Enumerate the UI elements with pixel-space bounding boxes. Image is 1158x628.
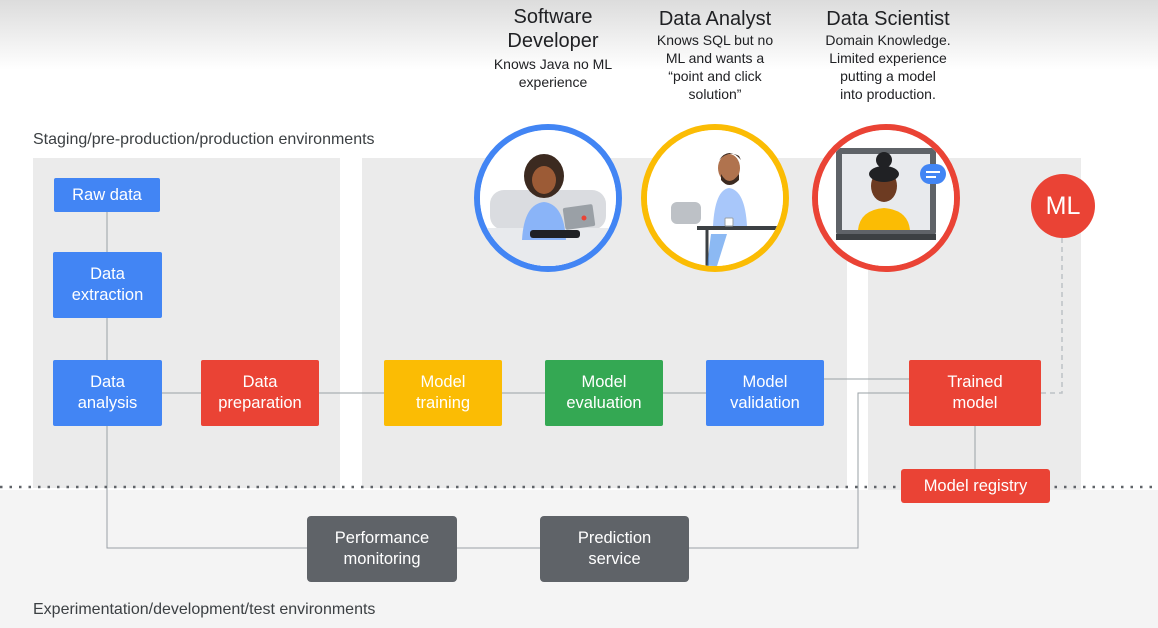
- persona-title-scientist: Data Scientist: [826, 8, 950, 30]
- trained-model-box: Trained model: [909, 360, 1041, 426]
- bottom-environment-label: Experimentation/development/test environ…: [33, 601, 376, 618]
- data-extraction-box: Data extraction: [53, 252, 162, 318]
- persona-title-analyst: Data Analyst: [658, 8, 772, 30]
- model-registry-box: Model registry: [901, 469, 1050, 503]
- persona-desc-analyst: Knows SQL but no ML and wants a “point a…: [656, 32, 774, 102]
- prediction-service-box: Prediction service: [540, 516, 689, 582]
- persona-desc-scientist: Domain Knowledge. Limited experience put…: [825, 32, 951, 102]
- ml-badge: ML: [1031, 174, 1095, 238]
- monitoring-to-analysis-connector: [106, 426, 307, 549]
- model-training-box: Model training: [384, 360, 502, 426]
- persona-title-developer: Software Developer: [507, 6, 599, 52]
- scientist-avatar: [812, 124, 960, 272]
- panel-data-stage: [33, 158, 340, 488]
- top-gradient: [0, 0, 1158, 70]
- developer-avatar: [474, 124, 622, 272]
- prediction-to-trained-connector: [689, 392, 909, 549]
- model-validation-box: Model validation: [706, 360, 824, 426]
- data-analysis-box: Data analysis: [53, 360, 162, 426]
- ml-dashed-connector: [1041, 238, 1063, 394]
- raw-data-box: Raw data: [54, 178, 160, 212]
- model-evaluation-box: Model evaluation: [545, 360, 663, 426]
- performance-monitoring-box: Performance monitoring: [307, 516, 457, 582]
- top-environment-label: Staging/pre-production/production enviro…: [33, 131, 375, 148]
- persona-desc-developer: Knows Java no ML experience: [493, 56, 613, 90]
- analyst-avatar: [641, 124, 789, 272]
- data-preparation-box: Data preparation: [201, 360, 319, 426]
